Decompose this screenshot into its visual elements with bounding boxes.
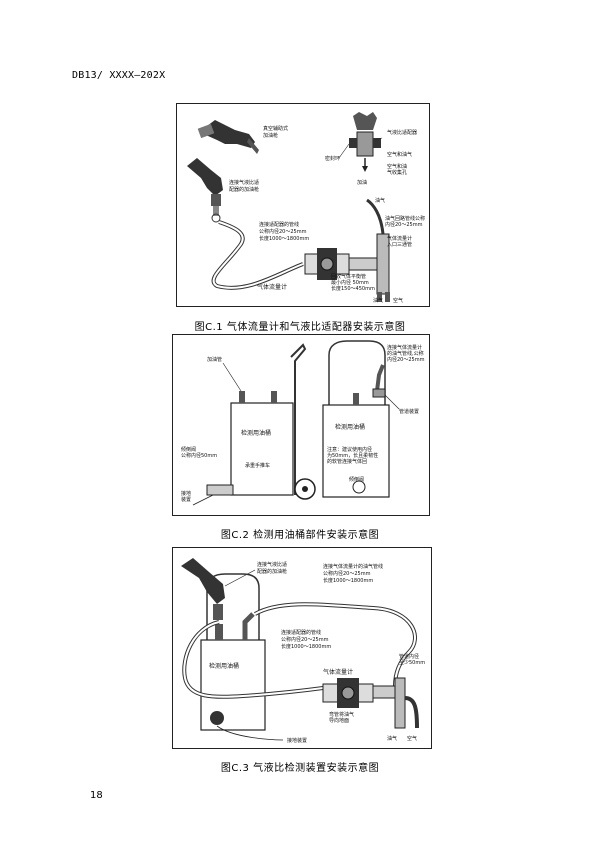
figure-c1-caption: 图C.1 气体流量计和气液比适配器安装示意图 — [194, 322, 406, 333]
label-c3-pipe-dia-1: 管道内径 — [399, 653, 419, 660]
drum-left — [230, 402, 294, 496]
figure-c3-caption: 图C.3 气液比检测装置安装示意图 — [220, 763, 380, 774]
label-c3-adapter-nozzle-2: 配器的加油枪 — [257, 568, 287, 575]
label-meter-inlet-2: 入口三通管 — [387, 241, 412, 248]
label-hose-1: 连接适配器的管线 — [259, 221, 299, 228]
label-note-1: 注意：建议使用内径 — [327, 446, 372, 453]
label-c3-elbow-2: 导向地面 — [329, 717, 349, 724]
label-air-vapor: 空气和油气 — [387, 151, 412, 158]
label-piping: 管道装置 — [399, 408, 419, 415]
label-balance-pipe-1: 回收气体平衡管 — [331, 273, 366, 280]
label-c3-adapter-line-2: 公称内径20～25mm — [281, 636, 329, 643]
adapter-nozzle-icon-c3 — [181, 558, 225, 620]
label-hose-3: 长度1000～1800mm — [259, 235, 309, 242]
label-c3-meter-line-1: 连接气体流量计的油气管线 — [323, 563, 383, 570]
label-c3-air: 空气 — [407, 735, 417, 742]
figure-c1-diagram: 真空辅助式 加油枪 连接气液比适 配器的加油枪 连接适配器的管线 公称内径20～… — [187, 112, 425, 304]
label-fill-pipe: 加油管 — [207, 356, 222, 363]
label-c3-meter-line-3: 长度1000～1800mm — [323, 577, 373, 584]
label-c3-adapter-line-1: 连接适配器的管线 — [281, 629, 321, 636]
label-c3-adapter-line-3: 长度1000～1800mm — [281, 643, 331, 650]
label-drum-left: 检测用油桶 — [241, 429, 271, 437]
adapter-nozzle-icon — [187, 158, 223, 223]
label-balance-pipe-3: 长度150～450mm — [331, 285, 375, 292]
label-return-pipe-2: 内径20～25mm — [385, 221, 423, 228]
vacuum-nozzle-icon — [197, 120, 259, 154]
label-note-3: 的软管连接气体回 — [327, 458, 367, 465]
flow-meter-icon-c3 — [322, 677, 419, 729]
label-c3-ground: 接地装置 — [287, 737, 307, 744]
label-c3-flow-meter: 气体流量计 — [323, 668, 353, 676]
document-header: DB13/ XXXX—202X — [72, 70, 166, 81]
label-air-bottom: 空气 — [393, 297, 403, 304]
figure-c3-diagram: 连接气液比适 配器的加油枪 检测用油桶 连接气体流量计的油气管线 公称内径20～… — [181, 558, 425, 744]
label-drain-left-2: 公称内径50mm — [181, 452, 217, 459]
label-c3-elbow-1: 弯管将油气 — [329, 711, 354, 718]
label-c3-vapor: 油气 — [387, 735, 397, 742]
label-ground-1: 接地 — [181, 490, 191, 497]
label-adapter-nozzle-2: 配器的加油枪 — [229, 186, 259, 193]
label-vac-nozzle-2: 加油枪 — [263, 132, 278, 139]
label-collect-hole-2: 气收集孔 — [387, 169, 407, 176]
label-hose-2: 公称内径20～25mm — [259, 228, 307, 235]
label-connect-pipe-2: 的油气管线,公称 — [387, 350, 424, 357]
figure-c2-caption: 图C.2 检测用油桶部件安装示意图 — [220, 530, 380, 541]
label-c3-adapter-nozzle-1: 连接气液比适 — [257, 561, 287, 568]
label-cart: 承重手推车 — [245, 462, 270, 469]
label-vapor-top: 油气 — [375, 197, 385, 204]
label-adapter-nozzle-1: 连接气液比适 — [229, 179, 259, 186]
figure-c1: 真空辅助式 加油枪 连接气液比适 配器的加油枪 连接适配器的管线 公称内径20～… — [176, 103, 430, 307]
label-collect-hole-1: 空气和油 — [387, 163, 407, 170]
page-number: 18 — [90, 790, 103, 801]
label-ground-2: 装置 — [181, 496, 191, 503]
label-ratio-adapter: 气液比适配器 — [387, 129, 417, 136]
label-c3-drum: 检测用油桶 — [209, 662, 239, 670]
label-note-2: 为50mm，长且柔韧性 — [327, 452, 378, 459]
label-c3-pipe-dia-2: 至少50mm — [399, 660, 425, 666]
flow-meter-icon — [304, 248, 350, 280]
figure-c3: 连接气液比适 配器的加油枪 检测用油桶 连接气体流量计的油气管线 公称内径20～… — [172, 547, 432, 749]
figure-c2-diagram: 加油管 检测用油桶 承重手推车 倾倒阀 公称内径50mm 接地 装置 检测用油桶… — [181, 340, 425, 506]
label-connect-pipe-1: 连接气体流量计 — [387, 344, 422, 351]
label-connect-pipe-3: 内径20～25mm — [387, 356, 425, 363]
label-return-pipe-1: 油气回路管线公称 — [385, 215, 425, 222]
label-c3-meter-line-2: 公称内径20～25mm — [323, 570, 371, 577]
figure-c2: 加油管 检测用油桶 承重手推车 倾倒阀 公称内径50mm 接地 装置 检测用油桶… — [172, 334, 430, 516]
label-vapor-bottom: 油气 — [373, 297, 383, 304]
label-seal-ring: 密封环 — [325, 155, 340, 162]
label-meter-inlet-1: 气体流量计 — [387, 235, 412, 242]
label-balance-pipe-2: 最小内径 50mm — [331, 279, 369, 286]
label-fueling: 加油 — [357, 179, 367, 186]
label-flow-meter: 气体流量计 — [257, 283, 287, 291]
ratio-adapter-icon — [349, 112, 381, 172]
label-drain-left-1: 倾倒阀 — [181, 446, 196, 453]
label-drum-right: 检测用油桶 — [335, 423, 365, 431]
label-vac-nozzle-1: 真空辅助式 — [263, 125, 288, 132]
label-drain-right: 倾倒阀 — [349, 476, 364, 483]
